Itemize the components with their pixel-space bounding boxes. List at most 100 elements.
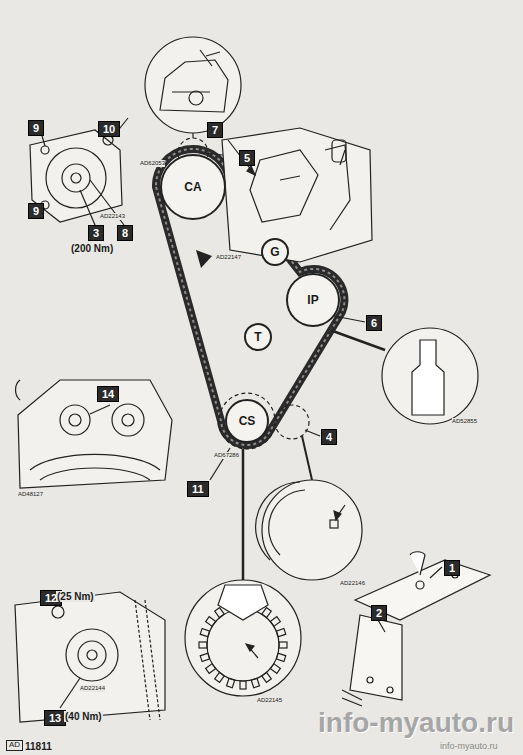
drawing-stroke — [279, 642, 287, 648]
pulley-label: CS — [239, 414, 256, 428]
drawing-stroke — [69, 414, 81, 426]
drawing-stroke — [334, 511, 341, 520]
drawing-stroke — [160, 50, 228, 112]
drawing-stroke — [15, 592, 165, 722]
figure-code: AD67286 — [214, 452, 239, 459]
drawing-stroke — [30, 454, 160, 480]
pulley-circle: IP — [286, 273, 340, 327]
drawing-stroke — [52, 606, 64, 618]
drawing-stroke — [189, 91, 203, 105]
drawing-stroke — [330, 330, 385, 350]
drawing-stroke — [122, 414, 134, 426]
callout-number: 3 — [88, 225, 104, 241]
drawing-stroke — [112, 404, 144, 436]
drawing-stroke — [262, 480, 362, 580]
pulley-label: CA — [184, 180, 201, 194]
pulley-circle: CS — [225, 399, 269, 443]
drawing-stroke — [240, 681, 246, 689]
torque-value: (40 Nm) — [64, 711, 103, 722]
page-code: AD — [6, 740, 23, 751]
drawing-stroke — [71, 173, 81, 183]
drawing-stroke — [66, 629, 118, 681]
drawing-stroke — [350, 615, 402, 700]
torque-value: (25 Nm) — [56, 591, 95, 602]
callout-number: 8 — [117, 225, 133, 241]
drawing-stroke — [15, 37, 490, 722]
drawing-stroke — [247, 166, 255, 175]
drawing-stroke — [302, 436, 312, 480]
drawing-stroke — [416, 581, 424, 589]
pulley-circle: CA — [160, 154, 226, 220]
drawing-stroke — [206, 664, 216, 674]
figure-code: AD22147 — [216, 254, 241, 261]
figure-code: AD22145 — [257, 697, 282, 704]
figure-code: AD22146 — [340, 580, 365, 587]
drawing-stroke — [270, 664, 280, 674]
drawing-stroke — [367, 677, 373, 683]
callout-number: 9 — [28, 120, 44, 136]
callout-number: 5 — [239, 150, 255, 166]
drawing-stroke — [62, 164, 90, 192]
callout-number: 11 — [187, 481, 209, 497]
drawing-stroke — [218, 585, 268, 620]
figure-code: AD62053 — [140, 160, 165, 167]
drawing-stroke — [412, 340, 444, 415]
drawing-stroke — [382, 328, 478, 424]
pulley-circle: T — [244, 323, 272, 351]
drawing-stroke — [87, 650, 97, 660]
drawing-stroke — [90, 405, 110, 414]
callout-number: 4 — [321, 429, 337, 445]
callout-number: 1 — [444, 560, 460, 576]
watermark: info-myauto.ru — [440, 742, 498, 752]
drawing-stroke — [242, 449, 245, 580]
watermark: info-myauto.ru — [318, 708, 514, 739]
drawing-stroke — [192, 133, 193, 138]
drawing-stroke — [430, 567, 442, 578]
drawing-stroke — [135, 600, 160, 720]
callout-number: 9 — [28, 203, 44, 219]
drawing-stroke — [342, 690, 362, 700]
pulley-label: IP — [307, 293, 318, 307]
drawing-stroke — [387, 687, 393, 693]
torque-value: (200 Nm) — [70, 243, 114, 254]
drawing-stroke — [196, 250, 212, 268]
drawing-stroke — [342, 698, 362, 706]
drawing-stroke — [199, 642, 207, 648]
callout-number: 7 — [207, 122, 223, 138]
drawing-stroke — [215, 672, 225, 682]
drawing-stroke — [185, 580, 301, 696]
drawing-stroke — [228, 140, 255, 175]
drawing-stroke — [250, 145, 350, 230]
drawing-stroke — [46, 148, 106, 208]
drawing-stroke — [262, 608, 272, 618]
drawing-stroke — [80, 190, 95, 225]
drawing-stroke — [60, 678, 80, 708]
drawing-stroke — [332, 140, 346, 162]
drawing-stroke — [256, 482, 305, 560]
drawing-stroke — [145, 37, 241, 133]
drawing-stroke — [219, 393, 275, 449]
drawing-stroke — [378, 620, 385, 632]
figure-code: AD52855 — [452, 418, 477, 425]
drawing-stroke — [270, 617, 280, 627]
torque-value: 11811 — [24, 741, 53, 752]
drawing-stroke — [206, 617, 216, 627]
pulley-label: T — [254, 330, 261, 344]
callout-number: 13 — [44, 710, 66, 726]
drawing-stroke — [16, 380, 20, 400]
pulley-label: G — [270, 245, 279, 259]
drawing-stroke — [222, 128, 372, 262]
drawing-stroke — [41, 146, 49, 154]
drawing-stroke — [410, 552, 425, 575]
drawing-stroke — [78, 641, 106, 669]
drawing-stroke — [60, 405, 90, 435]
figure-code: AD22143 — [100, 213, 125, 220]
figure-code: AD22144 — [80, 685, 105, 692]
callout-number: 6 — [366, 315, 382, 331]
callout-number: 10 — [98, 121, 120, 137]
drawing-stroke — [246, 644, 254, 651]
callout-number: 14 — [97, 386, 119, 402]
pulley-circle: G — [261, 238, 289, 266]
drawing-stroke — [262, 672, 272, 682]
